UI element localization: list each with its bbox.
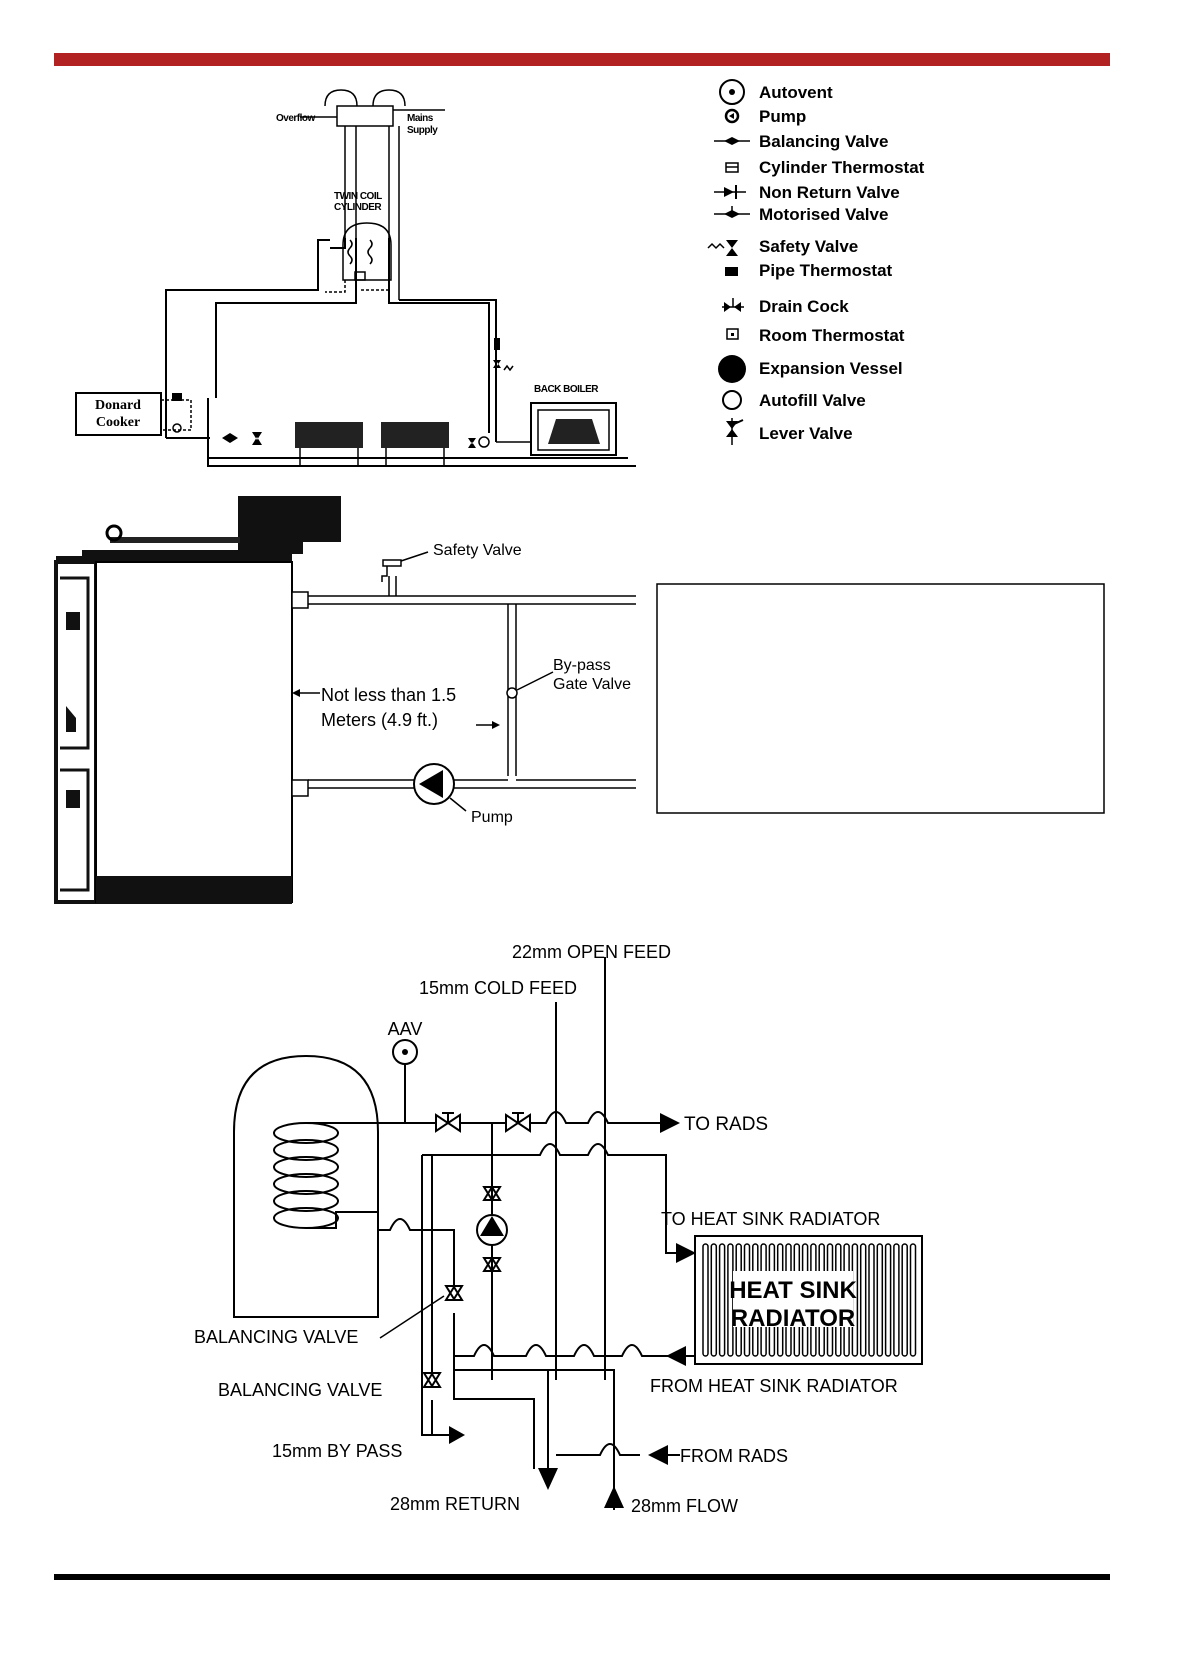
bypass-label: 15mm BY PASS: [272, 1441, 402, 1461]
lever-valve-icon: [726, 418, 744, 445]
legend-label-motorised-valve: Motorised Valve: [759, 205, 888, 224]
cylinder-label-2: CYLINDER: [334, 202, 382, 213]
heat-sink-label-1: HEAT SINK: [729, 1277, 857, 1304]
radiator-fin: [702, 1243, 709, 1357]
heat-sink-diagram: AAV TO RADS 22mm OPEN FEED 15mm COLD FEE…: [194, 942, 923, 1516]
legend-label-room-thermostat: Room Thermostat: [759, 326, 905, 345]
legend: Autovent Pump Balancing Valve Cylinder T…: [707, 79, 925, 445]
legend-label-drain-cock: Drain Cock: [759, 297, 849, 316]
distance-label-1: Not less than 1.5: [321, 685, 456, 705]
radiator-fin: [884, 1243, 892, 1357]
radiator-fin: [901, 1243, 908, 1357]
distance-label-2: Meters (4.9 ft.): [321, 710, 438, 730]
balancing-valve-icon: [714, 137, 750, 145]
legend-label-cylinder-thermostat: Cylinder Thermostat: [759, 158, 925, 177]
cylinder-thermostat-icon: [725, 162, 739, 173]
from-rads-label: FROM RADS: [680, 1446, 788, 1466]
heat-sink-label-2: RADIATOR: [731, 1305, 855, 1332]
radiator-2: [381, 422, 449, 448]
radiator-fin: [859, 1243, 867, 1357]
donard-cooker: [75, 392, 162, 436]
radiator-fin: [893, 1243, 900, 1357]
cooker-label-1: Donard: [95, 398, 141, 413]
non-return-valve-icon: [714, 185, 746, 199]
balancing-valve-label-1: BALANCING VALVE: [194, 1327, 358, 1347]
return-label: 28mm RETURN: [390, 1494, 520, 1514]
room-thermostat-icon: [726, 328, 739, 340]
hot-water-cylinder: [233, 1054, 379, 1318]
aav-label: AAV: [388, 1019, 423, 1039]
header-bar: [54, 53, 1110, 66]
drain-cock-icon: [722, 298, 744, 312]
legend-label-safety-valve: Safety Valve: [759, 237, 858, 256]
radiator-fin: [710, 1243, 718, 1357]
radiator-fin: [868, 1243, 875, 1357]
legend-label-autofill-valve: Autofill Valve: [759, 391, 866, 410]
mains-label-2: Supply: [407, 125, 438, 136]
legend-label-pipe-thermostat: Pipe Thermostat: [759, 261, 893, 280]
radiator-fin: [727, 1243, 734, 1357]
bypass-label-1: By-pass: [553, 657, 611, 674]
legend-label-lever-valve: Lever Valve: [759, 424, 853, 443]
motorised-valve-icon: [714, 206, 750, 218]
to-rads-label: TO RADS: [684, 1114, 768, 1135]
legend-label-non-return-valve: Non Return Valve: [759, 183, 900, 202]
bypass-label-2: Gate Valve: [553, 676, 631, 693]
radiator-fin: [718, 1243, 726, 1357]
from-heat-sink-label: FROM HEAT SINK RADIATOR: [650, 1376, 898, 1396]
pump-label: Pump: [471, 809, 513, 826]
mains-label-1: Mains: [407, 113, 434, 124]
flue: [238, 496, 341, 554]
to-heat-sink-label: TO HEAT SINK RADIATOR: [661, 1209, 880, 1229]
legend-label-pump: Pump: [759, 107, 806, 126]
autofill-valve-icon: [722, 390, 742, 410]
safety-valve-label: Safety Valve: [433, 542, 522, 559]
back-boiler-label: BACK BOILER: [534, 384, 599, 395]
cooker-label-2: Cooker: [96, 415, 140, 430]
legend-label-balancing-valve: Balancing Valve: [759, 132, 888, 151]
system-schematic: Donard Cooker BACK BOILER Overflow Mains…: [75, 89, 636, 467]
radiator-1: [295, 422, 363, 448]
overflow-label: Overflow: [276, 113, 316, 124]
cylinder-label-1: TWIN COIL: [334, 191, 382, 202]
bypass-diagram: Safety Valve By-pass Gate Valve Not less…: [54, 496, 1105, 904]
flow-label: 28mm FLOW: [631, 1496, 738, 1516]
footer-bar: [54, 1574, 1110, 1580]
legend-label-autovent: Autovent: [759, 83, 833, 102]
cooker-body: [95, 561, 293, 903]
legend-label-expansion-vessel: Expansion Vessel: [759, 359, 903, 378]
pipe-thermostat-icon: [725, 267, 738, 276]
pump-icon: [724, 108, 740, 124]
note-box: [656, 583, 1105, 814]
cold-feed-label: 15mm COLD FEED: [419, 978, 577, 998]
safety-valve-icon: [707, 240, 738, 256]
radiator-fin: [876, 1243, 884, 1357]
autovent-icon: [719, 79, 745, 105]
expansion-vessel-icon: [718, 355, 746, 383]
balancing-valve-label-2: BALANCING VALVE: [218, 1380, 382, 1400]
radiator-fin: [909, 1243, 917, 1357]
back-boiler: [530, 402, 617, 456]
open-feed-label: 22mm OPEN FEED: [512, 942, 671, 962]
